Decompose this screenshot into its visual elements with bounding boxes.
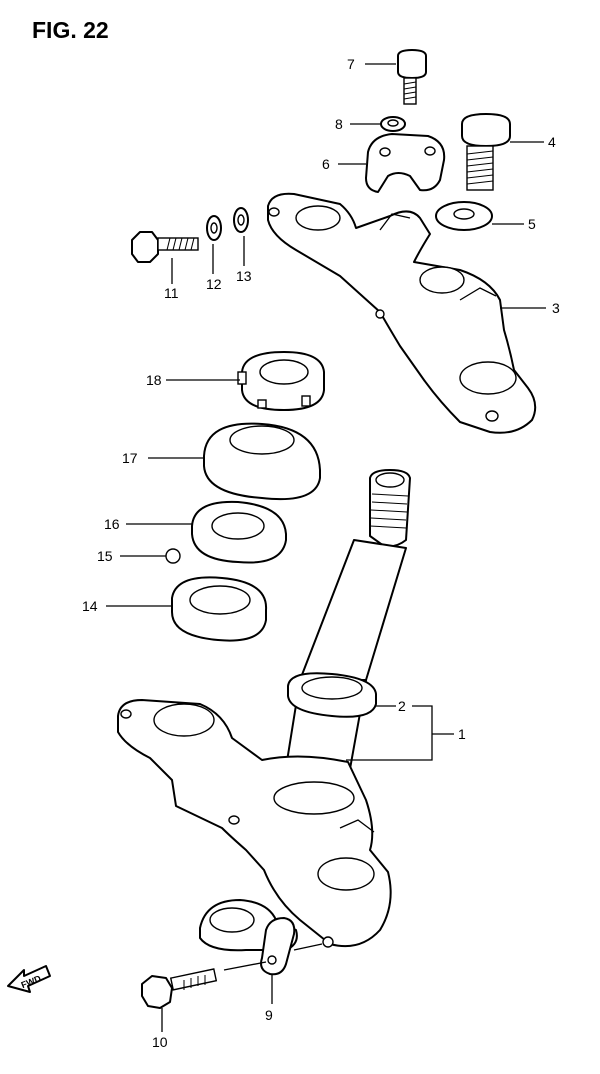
part-13-washer <box>233 207 249 233</box>
part-7-bolt <box>397 49 427 105</box>
part-5-washer <box>435 201 493 231</box>
part-18-stem-nut <box>237 351 325 411</box>
part-10-bolt <box>141 968 218 1009</box>
part-11-bolt <box>131 231 199 263</box>
callout-7: 7 <box>347 56 355 72</box>
part-8-washer <box>380 116 406 132</box>
callout-4: 4 <box>548 134 556 150</box>
part-17-dust-seal <box>203 422 321 501</box>
callout-15: 15 <box>97 548 113 564</box>
forward-direction-arrow: FWD <box>7 965 51 993</box>
callout-1: 1 <box>458 726 466 742</box>
callout-3: 3 <box>552 300 560 316</box>
callout-9: 9 <box>265 1007 273 1023</box>
part-6-clamp <box>365 133 446 193</box>
callout-6: 6 <box>322 156 330 172</box>
part-9-stopper-plate <box>260 917 296 976</box>
callout-18: 18 <box>146 372 162 388</box>
part-1-steering-stem <box>117 469 411 952</box>
part-2-seal <box>287 672 377 718</box>
callout-14: 14 <box>82 598 98 614</box>
part-4-bolt <box>461 113 511 191</box>
callout-11: 11 <box>164 285 179 301</box>
callout-13: 13 <box>236 268 252 284</box>
part-15-ball <box>165 548 181 564</box>
callout-10: 10 <box>152 1034 168 1050</box>
part-3-upper-bracket <box>267 192 537 434</box>
callout-12: 12 <box>206 276 222 292</box>
part-14-race <box>171 576 268 642</box>
callout-16: 16 <box>104 516 120 532</box>
callout-5: 5 <box>528 216 536 232</box>
figure-title: FIG. 22 <box>32 17 109 43</box>
callout-1-bracket <box>346 705 433 761</box>
part-16-bearing <box>191 500 287 564</box>
callout-2: 2 <box>398 698 406 714</box>
callout-17: 17 <box>122 450 138 466</box>
part-12-washer <box>206 215 222 241</box>
callout-8: 8 <box>335 116 343 132</box>
